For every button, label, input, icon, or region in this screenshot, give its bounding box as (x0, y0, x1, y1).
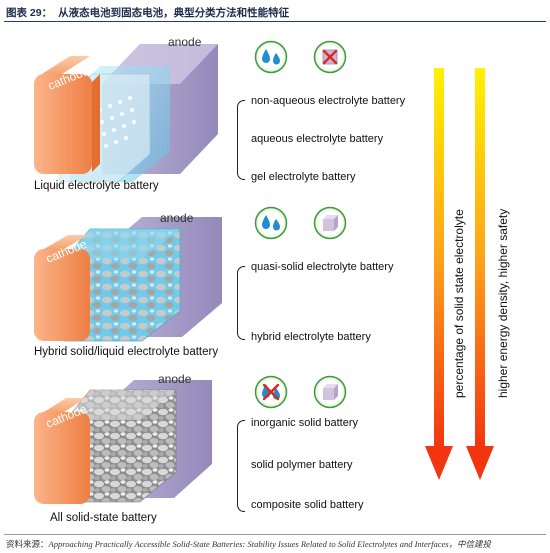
hybrid-battery-illustration: cathode anode (34, 211, 222, 342)
group-bracket-hybrid (237, 266, 245, 340)
source-text: Approaching Practically Accessible Solid… (48, 539, 492, 549)
solid-fraction-arrow (425, 68, 453, 480)
hybrid-caption: Hybrid solid/liquid electrolyte battery (34, 346, 219, 358)
list-item: non-aqueous electrolyte battery (251, 95, 406, 107)
title-rule (4, 21, 546, 22)
anode-label: anode (168, 35, 202, 49)
list-item: inorganic solid battery (251, 417, 359, 429)
liquid-battery-illustration: cathode anode (34, 35, 218, 182)
figure-number: 图表 29： (6, 7, 53, 19)
source-label: 资料来源： (6, 539, 49, 549)
cathode-block (34, 74, 92, 174)
cathode-block (34, 412, 90, 504)
cathode-block (34, 249, 90, 341)
energy-safety-arrow-label: higher energy density, higher safety (496, 208, 510, 398)
list-item: gel electrolyte battery (251, 171, 356, 183)
solid-cube-icon (313, 206, 347, 240)
solid-battery-illustration: cathode anode (34, 372, 212, 504)
anode-label: anode (160, 211, 194, 225)
group-bracket-solid (237, 420, 245, 512)
liquid-caption: Liquid electrolyte battery (34, 180, 159, 192)
list-item: hybrid electrolyte battery (251, 331, 371, 343)
liquid-drops-icon (254, 206, 288, 240)
anode-label: anode (158, 372, 192, 386)
list-item: quasi-solid electrolyte battery (251, 261, 394, 273)
figure-title: 图表 29： 从液态电池到固态电池，典型分类方法和性能特征 (6, 5, 295, 20)
crossed-solid-icon (313, 40, 347, 74)
energy-safety-arrow (466, 68, 494, 480)
group-bracket-liquid (237, 100, 245, 180)
liquid-drops-icon (254, 40, 288, 74)
list-item: solid polymer battery (251, 459, 353, 471)
crossed-drops-icon (254, 375, 288, 409)
solid-caption: All solid-state battery (50, 512, 157, 524)
source-note: 资料来源：Approaching Practically Accessible … (6, 538, 491, 550)
source-rule (4, 534, 546, 535)
solid-fraction-arrow-label: percentage of solid state electrolyte (452, 209, 466, 398)
figure-title-text: 从液态电池到固态电池，典型分类方法和性能特征 (58, 7, 290, 19)
list-item: aqueous electrolyte battery (251, 133, 384, 145)
solid-cube-icon (313, 375, 347, 409)
list-item: composite solid battery (251, 499, 364, 511)
